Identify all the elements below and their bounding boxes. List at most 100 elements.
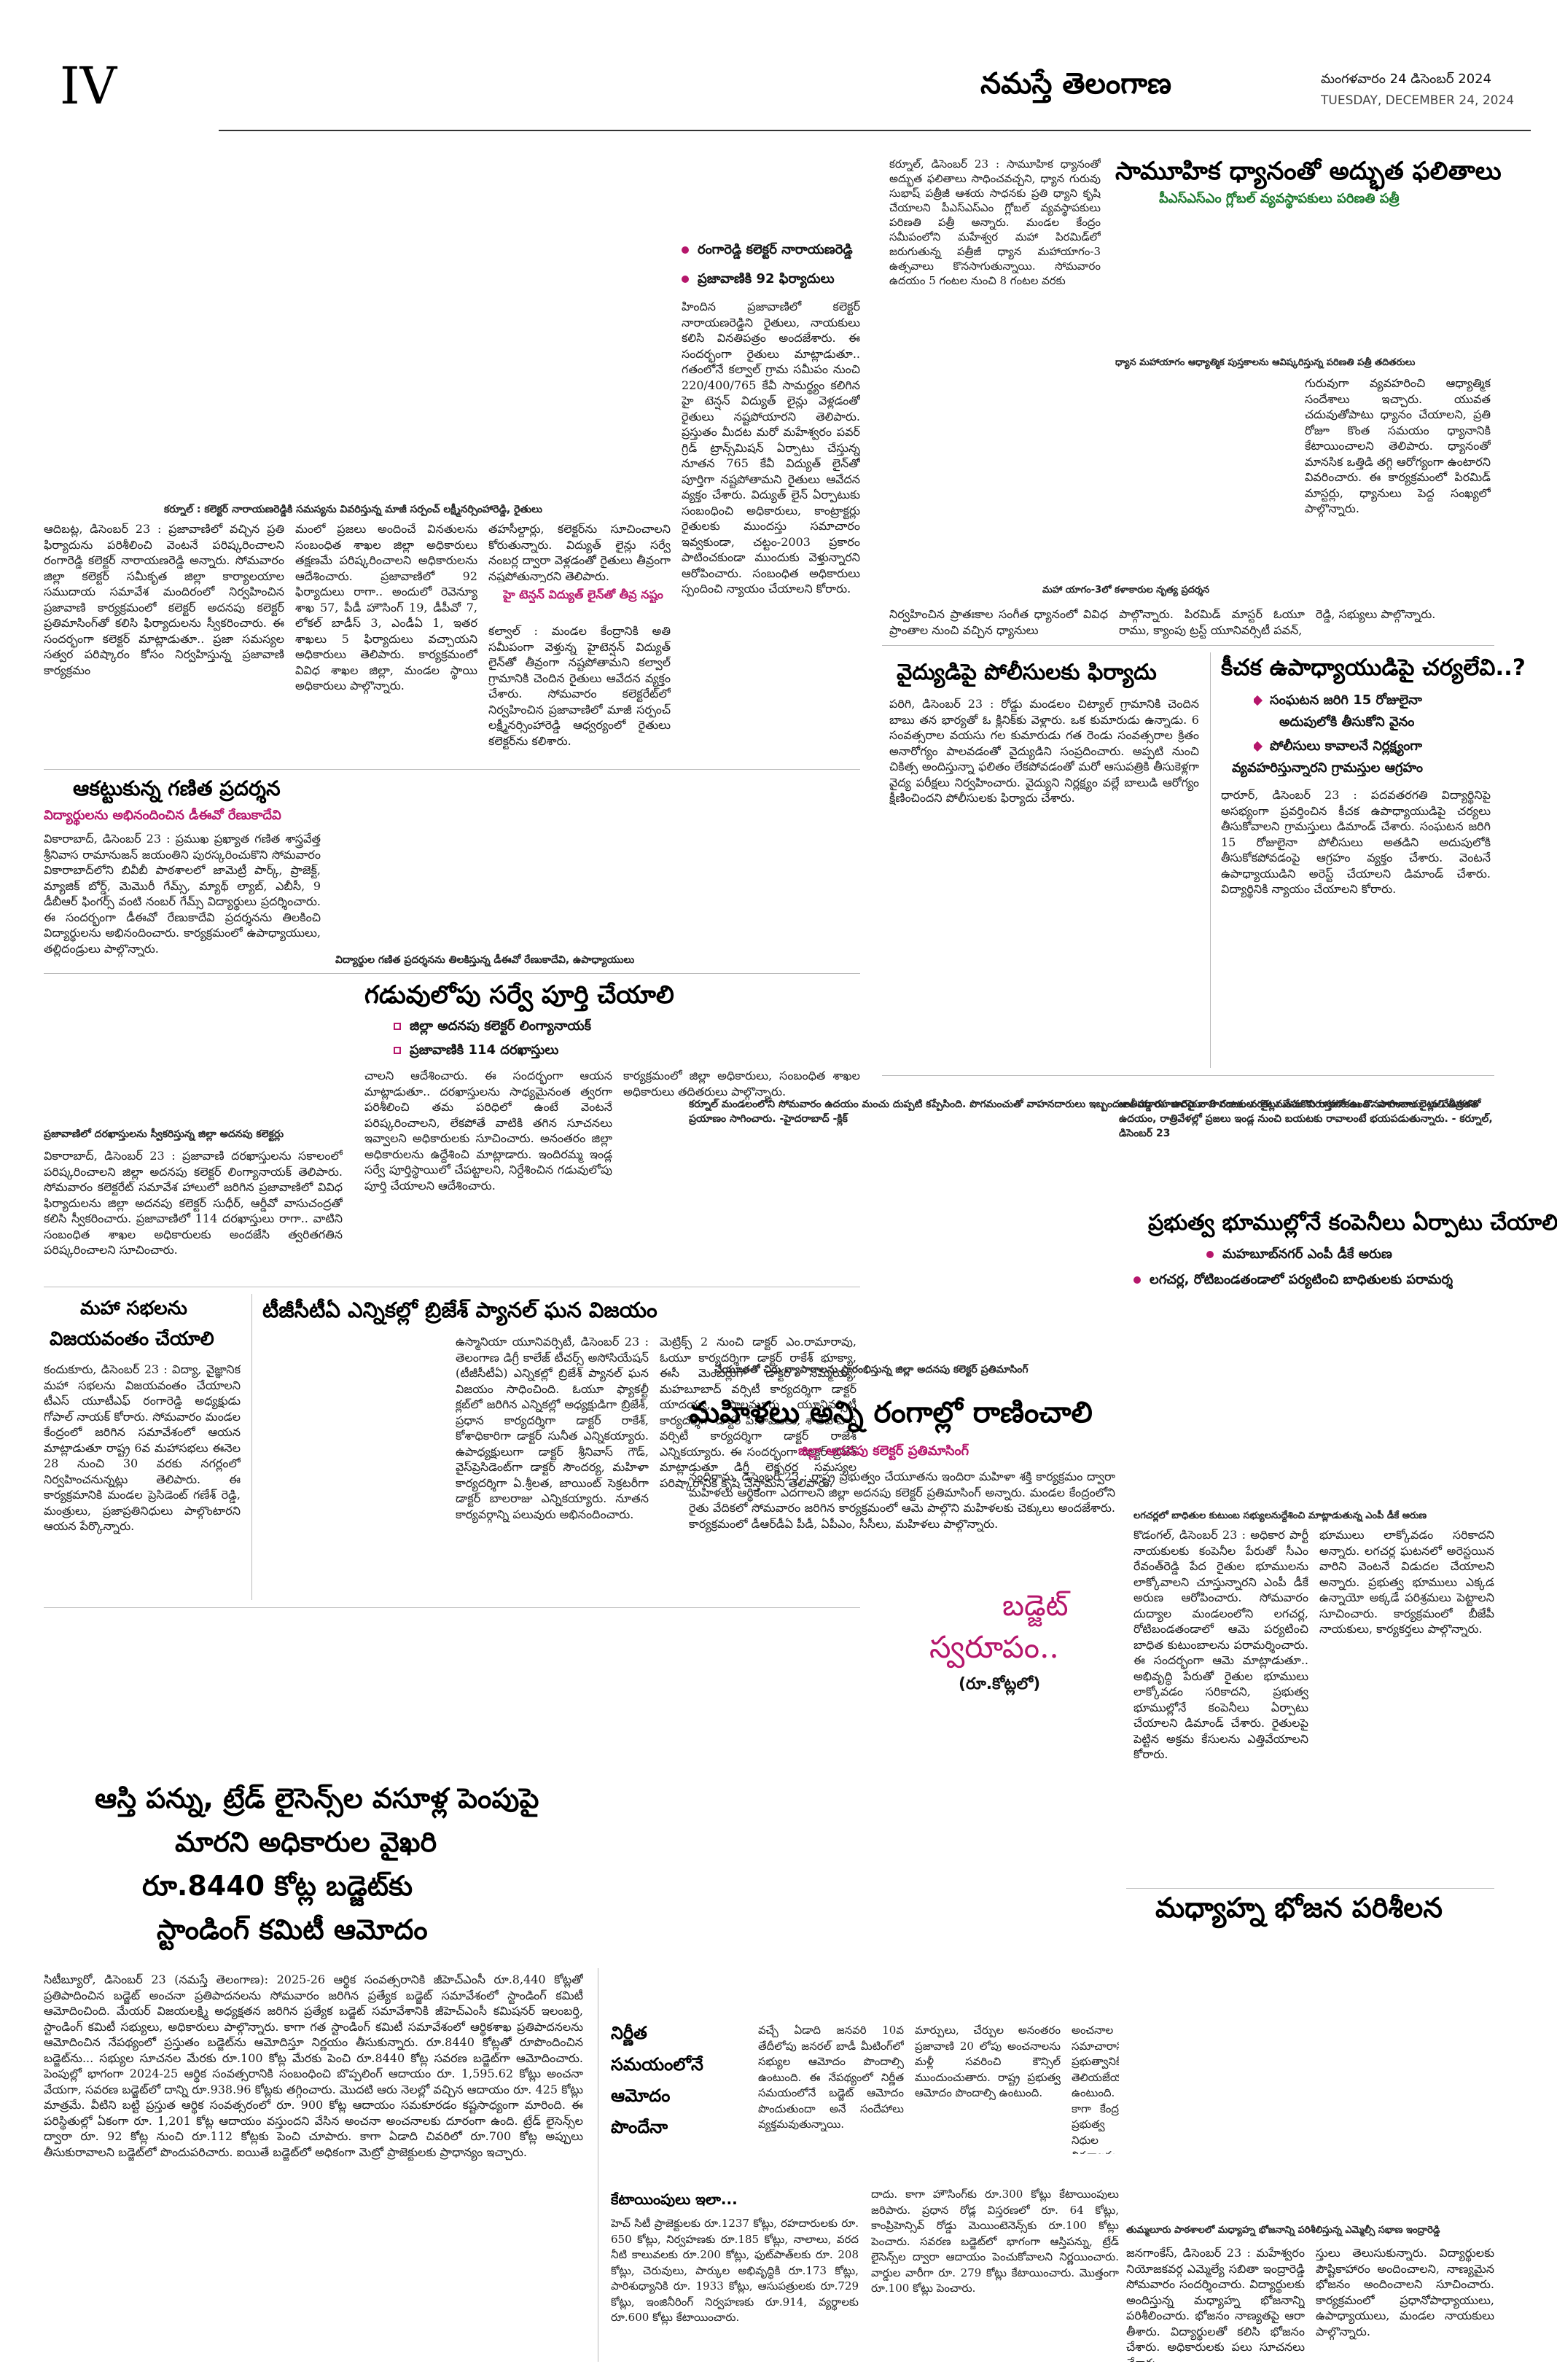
article-body-b2: పాల్గొన్నారు. పిరమిడ్ మాస్టర్ ఓయూ రాము, …	[1119, 607, 1305, 637]
article-body: జనగాంకేస్, డిసెంబర్ 23 : మహేశ్వరం నియోజక…	[1126, 2246, 1305, 2362]
headline: ఆకట్టుకున్న గణిత ప్రదర్శన	[73, 776, 281, 800]
photo-caption: ధ్యాన మహాయాగం ఆధ్యాత్మిక పుస్తకాలను ఆవిష…	[1115, 357, 1416, 368]
article-body-2: స్తులు తెలుసుకున్నారు. విద్యార్థులకు పౌష…	[1316, 2246, 1494, 2338]
headline: ఆస్తి పన్ను, ట్రేడ్ లైసెన్స్‌ల వసూళ్ల పె…	[95, 1782, 539, 1814]
headline: మహిళలు అన్ని రంగాల్లో రాణించాలి	[689, 1396, 1093, 1429]
article-body-2: చాలని ఆదేశించారు. ఈ సందర్భంగా ఆయన మాట్లా…	[364, 1069, 612, 1193]
divider	[44, 769, 860, 770]
bullet-diamond-icon	[1254, 695, 1263, 706]
article-body-far: హిందిన ప్రజావాణిలో కలెక్టర్ నారాయణరెడ్డి…	[682, 300, 860, 596]
article-body-2: మార్పులు, చేర్పుల అనంతరం ప్రజావాణి 20 లో…	[915, 2024, 1061, 2099]
headline-line2: విజయవంతం చేయాలి	[50, 1328, 214, 1350]
photo-caption-2: మహా యాగం-3లో కళాకారుల నృత్య ప్రదర్శన	[1042, 585, 1210, 596]
allocations-heading: కేటాయింపులు ఇలా...	[611, 2190, 738, 2208]
bullet-2: పోలీసులు కావాలనే నిర్లక్ష్యంగా	[1254, 738, 1422, 757]
bullet-collector: జిల్లా అదనపు కలెక్టర్ లింగ్యానాయక్	[394, 1018, 591, 1037]
headline: గడువులోపు సర్వే పూర్తి చేయాలి	[364, 980, 674, 1010]
photo-placeholder	[262, 1334, 445, 1458]
budget-box-title-2: స్వరూపం..	[929, 1629, 1059, 1665]
article-body: కందుకూరు, డిసెంబర్ 23 : విద్యా, వైజ్ఞాని…	[44, 1362, 241, 1533]
subheadline: విద్యార్థులను అభినందించిన డీఈవో రేణుకాదే…	[44, 808, 281, 823]
headline: సామూహిక ధ్యానంతో అద్భుత ఫలితాలు	[1115, 157, 1502, 186]
side-heading-4: పొందేనా	[611, 2117, 668, 2137]
article-body-right: గురువుగా వ్యవహరించి ఆధ్యాత్మిక సందేశాలు …	[1305, 376, 1491, 515]
bullet-collector: రంగారెడ్డి కలెక్టర్ నారాయణరెడ్డి	[682, 242, 853, 260]
headline-line3: రూ.8440 కోట్ల బడ్జెట్‌కు	[142, 1870, 413, 1902]
photo-caption-2: లగచర్లలో బాధితుల కుటుంబ సభ్యులనుద్దేశించ…	[1133, 1510, 1427, 1521]
photo-caption: కర్నూల్ మండలంలోని సోమవారం ఉదయం మంచు దుప్…	[689, 1099, 1476, 1125]
article-body: పరిగి, డిసెంబర్ 23 : రోడ్డు మండలం చిట్యా…	[889, 697, 1199, 805]
allocations-body-2: దాదు. కాగా హౌసింగ్‌కు రూ.300 కోట్లు కేటా…	[871, 2188, 1119, 2295]
divider	[1210, 652, 1211, 1068]
article-body: ఉస్మానియా యూనివర్సిటీ, డిసెంబర్ 23 : తెల…	[456, 1335, 649, 1521]
article-body-b3: రెడ్డి, సభ్యులు పాల్గొన్నారు.	[1316, 607, 1436, 621]
headline: మహా సభలను	[80, 1298, 187, 1319]
allocations-body-1: హెచ్‌ సిటీ ప్రాజెక్టులకు రూ.1237 కోట్లు,…	[611, 2217, 859, 2324]
article-body-2: భూములు లాక్కోవడం సరికాదని అన్నారు. లగచర్…	[1319, 1528, 1494, 1636]
bullet-dot-icon	[682, 276, 689, 283]
divider	[1126, 1888, 1494, 1889]
divider	[251, 1294, 252, 1600]
bullet-mp: మహబూబ్‌నగర్ ఎంపీ డీకే అరుణ	[1206, 1246, 1392, 1265]
subheadline: పీఎస్ఎస్ఎం గ్లోబల్ వ్యవస్థాపకులు పరిణతి …	[1159, 191, 1400, 206]
bullet-applications: ప్రజావాణికి 114 దరఖాస్తులు	[394, 1042, 558, 1061]
bullet-dot-icon	[1133, 1276, 1141, 1284]
bullet-2b: వ్యవహరిస్తున్నారని గ్రామస్తుల ఆగ్రహం	[1232, 760, 1423, 776]
photo-caption-top: చేయూతతో చిరు వ్యాపారాలను ప్రారంభిస్తున్న…	[714, 1364, 1029, 1376]
photo-placeholder	[335, 776, 860, 951]
headline-line4: స్టాండింగ్ కమిటీ ఆమోదం	[157, 1913, 428, 1946]
budget-box-unit: (రూ.కోట్లలో)	[959, 1675, 1041, 1693]
photo-caption: కర్నూల్ : కలెక్టర్ నారాయణరెడ్డికి సమస్యన…	[164, 504, 542, 515]
photo-placeholder-2	[889, 313, 1294, 594]
article-body-left: ఆదిబట్ల, డిసెంబర్ 23 : ప్రజావాణిలో వచ్చి…	[44, 522, 284, 677]
headline: కీచక ఉపాధ్యాయుడిపై చర్యలేవి..?	[1221, 655, 1526, 681]
page-header: IV నమస్తే తెలంగాణ మంగళవారం 24 డిసెంబర్ 2…	[0, 0, 1557, 131]
article-body-sub: కల్వాల్ : మండల కేంద్రానికి అతి సమీపంగా వ…	[488, 624, 671, 748]
page-number: IV	[60, 56, 117, 116]
article-body-2: మెట్రిక్స్ 2 నుంచి డాక్టర్ ఎం.రామారావు, …	[660, 1335, 856, 1490]
bullet-dot-icon	[1206, 1251, 1214, 1258]
article-body: ధారూర్, డిసెంబర్ 23 : పదవతరగతి విద్యార్థ…	[1221, 788, 1491, 896]
article-body-1: కొడంగల్, డిసెంబర్ 23 : అధికార పార్టీ నాయ…	[1133, 1528, 1308, 1761]
bullet-1: సంఘటన జరిగి 15 రోజులైనా	[1254, 692, 1422, 711]
bullet-square-icon	[394, 1047, 401, 1054]
photo-caption: జాతీయ రహదారిపై వాహనదారులు లైట్లు వేసుకొన…	[1119, 1099, 1493, 1139]
subheadline: జిల్లా అదనపు కలెక్టర్ ప్రతిమాసింగ్	[798, 1443, 969, 1459]
divider	[882, 645, 1494, 646]
article-body-3: కార్యక్రమంలో జిల్లా అధికారులు, సంబంధిత శ…	[623, 1069, 860, 1099]
article-body-b1: నిర్వహించిన ప్రాతఃకాల సంగీత ధ్యానంలో వివ…	[889, 607, 1108, 637]
article-body-right: తహసీల్దార్లు, కలెక్టర్‌ను సూచించాలని కోర…	[488, 522, 671, 582]
article-body: నందిగామ, డిసెంబర్ 23 : రాష్ట్ర ప్రభుత్వం…	[689, 1470, 1115, 1531]
divider	[44, 1607, 860, 1608]
headline: ప్రభుత్వ భూముల్లోనే కంపెనీలు ఏర్పాటు చేయ…	[1148, 1210, 1557, 1236]
photo-caption: విద్యార్థుల గణిత ప్రదర్శనను తిలకిస్తున్న…	[335, 954, 635, 966]
divider	[882, 1075, 1494, 1076]
headline-line2: మారని అధికారుల వైఖరి	[175, 1826, 437, 1858]
headline: వైద్యుడిపై పోలీసులకు ఫిర్యాదు	[897, 660, 1157, 685]
photo-placeholder	[1126, 1935, 1494, 2212]
side-heading-3: ఆమోదం	[611, 2086, 671, 2106]
side-heading-1: నిర్ణీత	[611, 2023, 647, 2043]
divider	[44, 973, 860, 974]
bullet-diamond-icon	[1254, 741, 1263, 752]
side-heading-2: సమయంలోనే	[611, 2054, 703, 2075]
photo-placeholder	[44, 980, 343, 1126]
bullet-square-icon	[394, 1023, 401, 1030]
subheading: హై టెన్షన్ విద్యుత్ లైన్‌తో తీవ్ర నష్టం	[503, 588, 663, 601]
header-rule	[219, 130, 1531, 131]
photo-caption: ప్రజావాణిలో దరఖాస్తులను స్వీకరిస్తున్న జ…	[44, 1128, 284, 1140]
bullet-visit: లగచర్ల, రోటిబండతండాలో పర్యటించి బాధితులక…	[1133, 1272, 1453, 1290]
article-body-mid: మంలో ప్రజలు అందించే వినతులను సంబంధిత శాఖ…	[295, 522, 477, 692]
article-body: సిటీబ్యూరో, డిసెంబర్ 23 (నమస్తే తెలంగాణ)…	[44, 1973, 583, 2159]
masthead: నమస్తే తెలంగాణ	[980, 67, 1172, 101]
headline: టీజీసీటీఏ ఎన్నికల్లో బ్రిజేశ్ ప్యానల్ ఘన…	[262, 1298, 657, 1322]
article-body-3: అంచనాల సమాచారాన్ని ప్రభుత్వానికి తెలియజే…	[1072, 2024, 1119, 2154]
article-body-top: కర్నూల్, డిసెంబర్ 23 : సామూహిక ధ్యానంతో …	[889, 157, 1101, 287]
bullet-complaints: ప్రజావాణికి 92 ఫిర్యాదులు	[682, 271, 835, 289]
date-english: TUESDAY, DECEMBER 24, 2024	[1321, 93, 1515, 108]
article-body-1: వచ్చే ఏడాది జనవరి 10వ తేదీలోపు జనరల్ బాడ…	[758, 2024, 904, 2131]
bullet-1b: అదుపులోకి తీసుకోని వైనం	[1279, 714, 1415, 730]
article-body: వికారాబాద్, డిసెంబర్ 23 : ప్రముఖ ప్రఖ్యా…	[44, 832, 321, 956]
photo-placeholder	[44, 138, 853, 503]
headline: మధ్యాహ్న భోజన పరిశీలన	[1155, 1892, 1443, 1924]
